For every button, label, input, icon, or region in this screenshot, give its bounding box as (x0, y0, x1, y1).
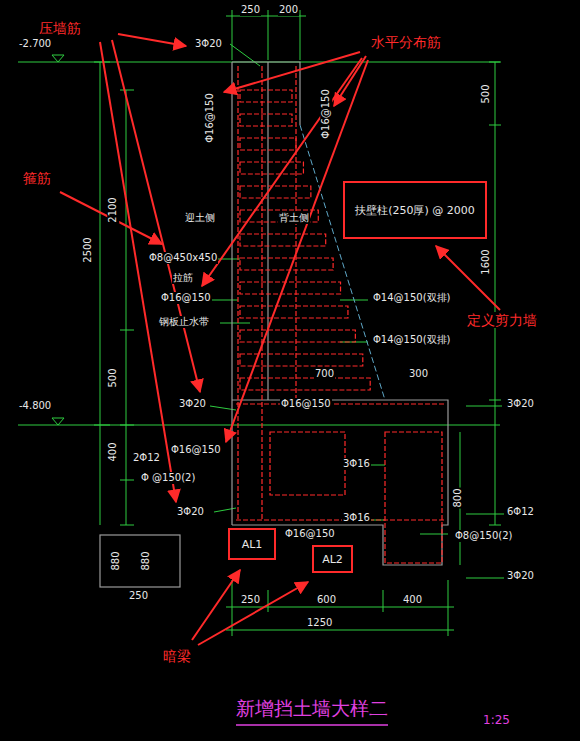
dimension-label: 800 (452, 487, 464, 508)
dimension-label: 3Φ20 (178, 398, 207, 410)
box-text: 扶壁柱(250厚) @ 2000 (355, 203, 475, 218)
dimension-label: 2100 (107, 196, 119, 223)
dimension-label: 3Φ16 (342, 512, 371, 524)
dimension-label: 3Φ20 (506, 570, 535, 582)
box-text: AL1 (242, 538, 263, 551)
dimension-label: 250 (240, 594, 261, 606)
dimension-label: 钢板止水带 (158, 316, 210, 328)
dimension-label: 400 (107, 441, 119, 462)
dimension-label: 300 (408, 368, 429, 380)
dimension-label: Φ16@150 (160, 292, 212, 304)
dimension-label: -4.800 (18, 400, 52, 412)
box-text: AL2 (322, 553, 343, 566)
dimension-label: Φ14@150(双排) (372, 292, 452, 304)
dimension-label: 2500 (82, 236, 94, 263)
dimension-label: Φ16@150 (280, 398, 332, 410)
dimension-label: 200 (278, 4, 299, 16)
scale-label: 1:25 (482, 714, 511, 728)
dimension-label: Φ16@150 (170, 444, 222, 456)
dimension-label: 600 (316, 594, 337, 606)
wall-callout-box: 扶壁柱(250厚) @ 2000 (343, 181, 487, 239)
dimension-label: 迎土侧 (184, 212, 216, 224)
annotation-label: 暗梁 (162, 648, 192, 664)
drawing-title: 新增挡土墙大样二 (236, 696, 388, 722)
dimension-label: 3Φ20 (194, 38, 223, 50)
dimension-label: -2.700 (18, 38, 52, 50)
annotation-label: 箍筋 (22, 170, 52, 186)
dimension-label: 400 (402, 594, 423, 606)
dimension-label: 3Φ20 (506, 398, 535, 410)
dimension-label: 3Φ20 (176, 506, 205, 518)
dimension-label: 880 (140, 550, 152, 571)
dimension-label: 3Φ16 (342, 458, 371, 470)
dimension-label: 500 (480, 83, 492, 104)
dimension-label: Φ8@150(2) (454, 530, 514, 542)
dimension-label: 500 (107, 367, 119, 388)
dimension-label: 250 (240, 4, 261, 16)
dimension-label: 700 (314, 368, 335, 380)
dimension-label: 2Φ12 (132, 452, 161, 464)
annotation-label: 水平分布筋 (370, 34, 442, 50)
dimension-label: Φ @150(2) (140, 472, 196, 484)
dimension-label: Φ14@150(双排) (372, 334, 452, 346)
dimension-label: 880 (110, 550, 122, 571)
dimension-label: 250 (128, 590, 149, 602)
dimension-label: Φ16@150 (284, 528, 336, 540)
dimension-label: Φ16@150 (320, 88, 332, 140)
dimension-label: 6Φ12 (506, 506, 535, 518)
hidden-beam-box: AL1 (228, 528, 276, 560)
annotation-label: 压墙筋 (38, 20, 82, 36)
dimension-label: Φ8@450x450 (148, 252, 218, 264)
dimension-label: 1250 (306, 617, 333, 629)
dimension-label: 拉筋 (172, 272, 194, 284)
annotation-label: 定义剪力墙 (466, 312, 538, 328)
dimension-label: Φ16@150 (204, 92, 216, 144)
dimension-label: 1600 (480, 248, 492, 275)
dimension-label: 背土侧 (278, 212, 310, 224)
hidden-beam-box: AL2 (312, 545, 353, 573)
